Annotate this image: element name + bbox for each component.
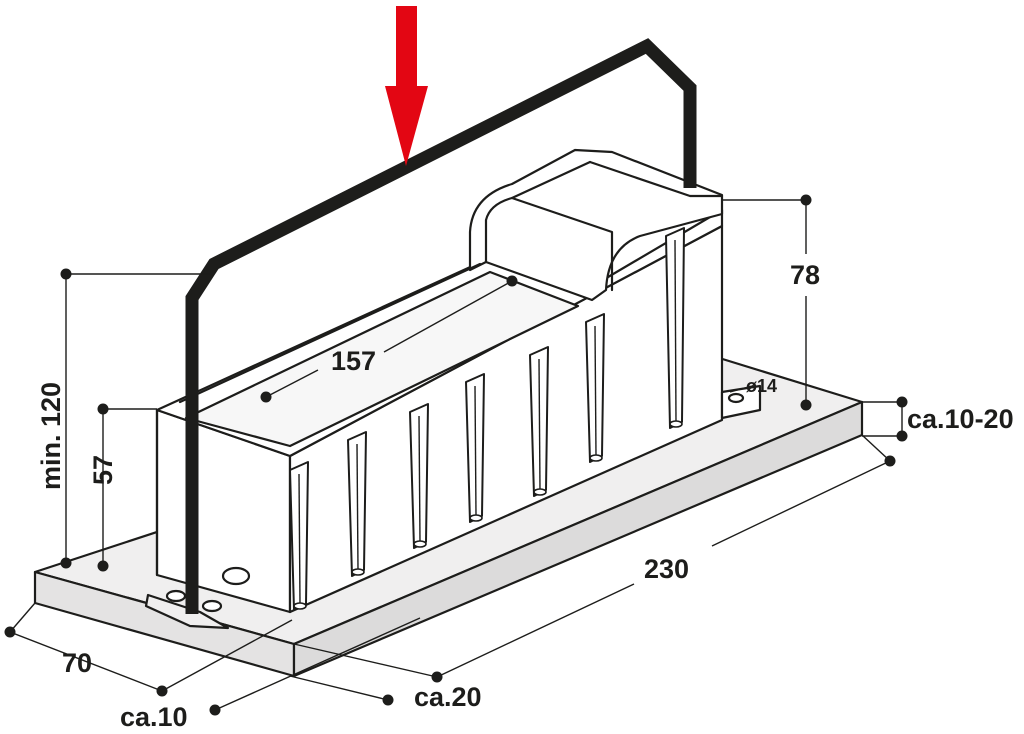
housing-rib-edge [674,239,677,423]
mount-hole [727,392,745,404]
housing-rib-edge [418,415,421,543]
label-57: 57 [88,455,118,485]
label-min-120: min. 120 [36,382,66,490]
mount-hole [201,599,223,613]
dimension-lines [4,194,908,716]
label-157: 157 [331,346,376,376]
load-arrow-shaft [396,6,417,88]
mount-hole [221,566,251,586]
label-230: 230 [644,554,689,584]
rib-screw-hole [293,602,307,610]
housing-cavity [184,270,580,448]
housing-rib-edge [356,443,359,571]
bracket-handle [185,38,697,614]
label-ca-20: ca.20 [414,682,482,712]
housing-rib-edge [594,325,597,457]
housing-ribs [289,227,685,611]
load-arrow-head [385,86,428,166]
housing-rib-edge [538,358,541,491]
rib-screw-hole [533,488,547,496]
load-arrow [385,6,428,166]
rib-screw-hole [469,514,483,522]
rib-screw-hole [413,540,427,548]
label-ca-10: ca.10 [120,702,188,732]
housing-rib-edge [298,473,301,605]
rib-screw-hole [669,420,683,428]
housing-rib-edge [474,385,477,517]
label-78: 78 [790,260,820,290]
label-hole-diameter: ø14 [746,376,777,396]
label-70: 70 [62,648,92,678]
rib-screw-hole [589,454,603,462]
mount-hole [165,589,187,603]
rib-screw-hole [351,568,365,576]
label-plate-thickness: ca.10-20 [907,404,1014,434]
